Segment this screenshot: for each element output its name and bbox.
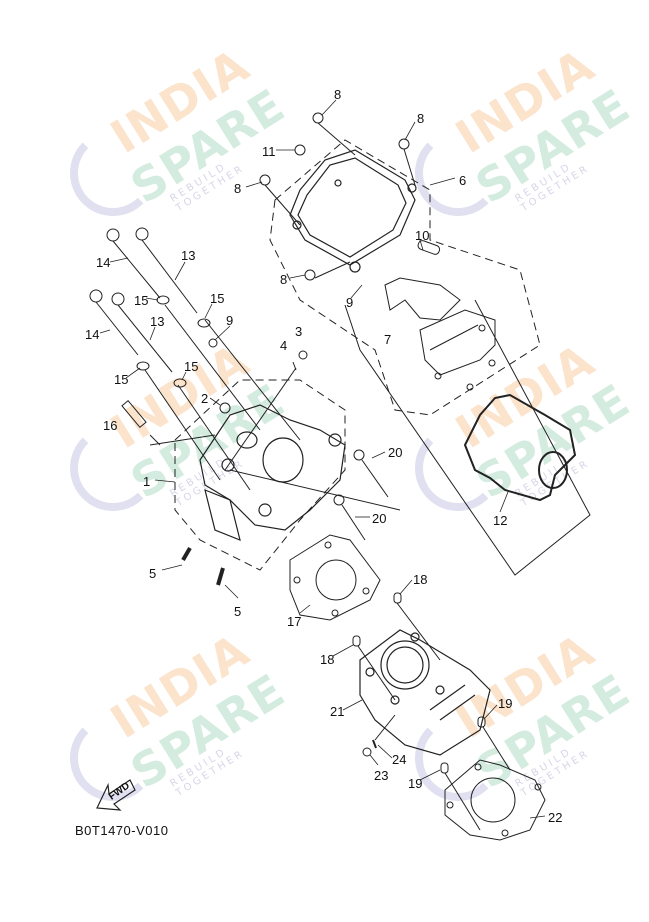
callout-5: 5 [234,604,242,619]
callout-12: 12 [493,513,508,528]
leader-lines [99,99,546,819]
callout-8: 8 [417,111,425,126]
bolts-20 [229,449,401,541]
washers-15 [136,295,218,388]
callout-4: 4 [280,338,288,353]
valve-cover [289,149,417,273]
callout-9: 9 [346,295,354,310]
cylinder [359,629,491,756]
callout-19: 19 [408,776,423,791]
callout-13: 13 [181,248,196,263]
figure-code: B0T1470-V010 [75,823,169,838]
callout-16: 16 [103,418,118,433]
callout-14: 14 [85,327,100,342]
breather-plate [384,277,496,391]
callout-20: 20 [372,511,387,526]
callout-19: 19 [498,696,513,711]
fwd-arrow-icon [96,779,136,811]
base-gasket [444,759,546,841]
callout-11: 11 [262,144,276,159]
callout-10: 10 [415,228,430,243]
callout-21: 21 [330,704,345,719]
valve-cover-gasket [463,393,577,502]
group-outlines [174,139,541,571]
callout-13: 13 [150,314,165,329]
callout-15: 15 [134,293,149,308]
assembly-box [344,299,591,576]
callout-8: 8 [334,87,342,102]
callout-6: 6 [459,173,467,188]
callout-1: 1 [143,474,151,489]
callout-8: 8 [280,272,288,287]
cylinder-head [199,404,346,541]
head-bolts-13-14 [89,227,301,491]
bolt-8 [259,112,416,281]
callout-14: 14 [96,255,111,270]
head-gasket [289,534,381,621]
callout-7: 7 [384,332,392,347]
callout-9: 9 [226,313,234,328]
callout-15: 15 [114,372,129,387]
callout-18: 18 [320,652,335,667]
callout-15: 15 [184,359,199,374]
callout-17: 17 [287,614,302,629]
callout-3: 3 [295,324,303,339]
callout-2: 2 [201,391,209,406]
callout-22: 22 [548,810,563,825]
callout-8: 8 [234,181,242,196]
spark-plug [121,399,216,446]
callout-20: 20 [388,445,403,460]
callout-23: 23 [374,768,389,783]
callout-15: 15 [210,291,225,306]
callout-18: 18 [413,572,428,587]
callout-24: 24 [392,752,407,767]
callout-5: 5 [149,566,157,581]
